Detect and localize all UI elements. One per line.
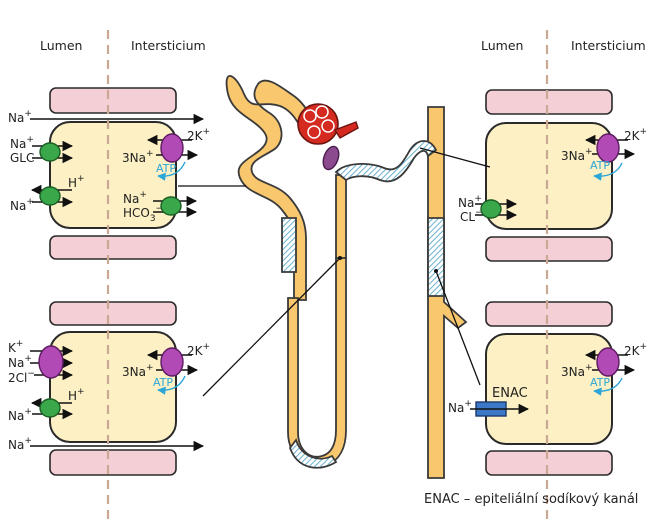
ion-label: H+ (68, 387, 85, 403)
cell-junction-bottom (49, 235, 177, 260)
ion-label: Na+ (8, 407, 32, 423)
pointer-dot (338, 256, 342, 260)
ion-label: Na+ (8, 436, 32, 452)
atp-label: ATP (153, 376, 173, 389)
nhe-exchanger (39, 186, 61, 206)
nkcc2-cotransporter (38, 345, 64, 379)
distal-tubule-cell (485, 89, 613, 262)
ion-label: GLC (10, 151, 34, 165)
ion-label: 2K+ (624, 127, 647, 143)
atp-label: ATP (156, 162, 176, 175)
nephron-illustration (225, 74, 468, 479)
ion-label: Na+ (123, 190, 147, 206)
ion-label: 3Na+ (122, 363, 154, 379)
header-left-interstitium: Intersticium (131, 38, 206, 53)
cell-junction-top (49, 301, 177, 326)
loop-bend-hatched (288, 438, 338, 469)
ion-label: 3Na+ (561, 363, 593, 379)
ion-label: Na+ (8, 109, 32, 125)
ion-label: 3Na+ (561, 147, 593, 163)
thick-ascending-limb-cell (49, 301, 177, 476)
distal-convoluted-tubule (334, 140, 438, 183)
collecting-duct-cell (485, 301, 613, 476)
ion-label: H+ (68, 174, 85, 190)
cell-body (49, 121, 177, 229)
ion-label: Na+ (10, 135, 34, 151)
ion-label: Na+ (10, 197, 34, 213)
thick-ascending-limb (335, 174, 347, 259)
ion-label: 2K+ (624, 342, 647, 358)
cell-junction-bottom (485, 236, 613, 262)
pointer-line (419, 147, 491, 168)
ion-label: K+ (8, 339, 23, 355)
cell-junction-bottom (49, 449, 177, 476)
ion-label: CL− (460, 208, 483, 224)
collecting-duct-hatched-segment (427, 217, 445, 297)
atp-label: ATP (590, 376, 610, 389)
glomerulus (297, 103, 359, 171)
sglt-transporter (39, 142, 61, 162)
ion-label: Na+ (8, 354, 32, 370)
ion-label: 2Cl− (8, 369, 35, 385)
na-k-atpase (596, 347, 620, 377)
ion-label: Na+ (448, 399, 472, 415)
na-k-atpase (160, 347, 184, 377)
enac-label: ENAC (492, 386, 528, 401)
ion-label: HCO3− (123, 204, 163, 224)
na-k-atpase (596, 133, 620, 163)
nhe-exchanger (39, 398, 61, 418)
ion-label: Na+ (458, 194, 482, 210)
ion-label: 3Na+ (122, 149, 154, 165)
pointer-line (202, 257, 341, 397)
cell-junction-top (49, 87, 177, 114)
na-k-atpase (160, 133, 184, 163)
header-left-lumen: Lumen (40, 38, 82, 53)
descending-thin-limb-hatched (281, 217, 297, 273)
nbc-transporter (160, 196, 182, 216)
cell-junction-top (485, 301, 613, 327)
proximal-tubule-cell (49, 87, 177, 260)
pointer-line (435, 270, 481, 386)
caption: ENAC – epiteliální sodíkový kanál (424, 492, 638, 507)
atp-label: ATP (590, 159, 610, 172)
cell-body (485, 122, 613, 230)
cell-junction-top (485, 89, 613, 115)
header-right-interstitium: Intersticium (571, 38, 646, 53)
cell-junction-bottom (485, 450, 613, 476)
ncc-cotransporter (480, 199, 502, 219)
pointer-dot (434, 269, 438, 273)
header-right-lumen: Lumen (481, 38, 523, 53)
